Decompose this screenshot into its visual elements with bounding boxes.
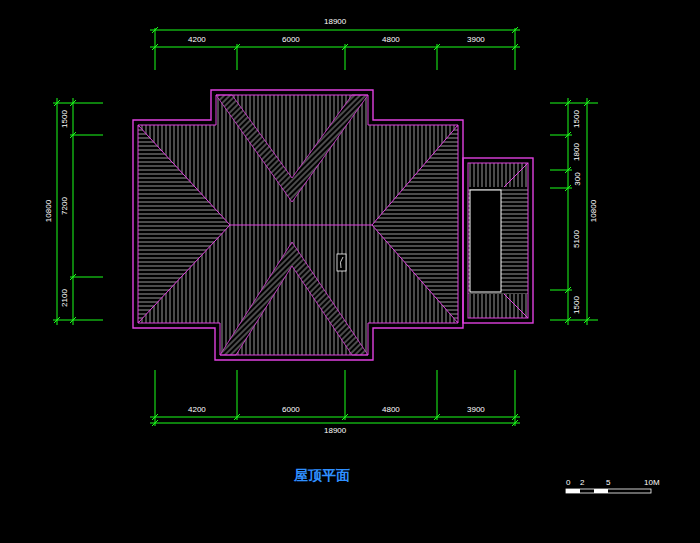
roof-outline [133,90,463,360]
drawing-title: 屋顶平面 [294,467,350,484]
dimension-text: 1500 [61,110,69,128]
dimension-lines [53,27,598,426]
dimension-text: 3900 [467,36,485,44]
scale-bar [566,489,651,493]
overall-dimension: 18900 [324,427,346,435]
dimension-text: 3900 [467,406,485,414]
roof-mark [337,254,346,271]
dimension-text: 5100 [573,230,581,248]
dimension-text: 4200 [188,406,206,414]
scale-text: 2 [580,479,584,487]
annex-roof [463,158,533,323]
dimension-text: 4200 [188,36,206,44]
dimension-text: 7200 [61,197,69,215]
scale-text: 10M [644,479,660,487]
dimension-text: 300 [573,172,581,185]
hip-ridge-lines [138,125,458,323]
dimension-text: 6000 [282,36,300,44]
scale-text: 0 [566,479,570,487]
overall-dimension: 10800 [45,200,53,222]
overall-dimension: 18900 [324,18,346,26]
dimension-text: 6000 [282,406,300,414]
dimension-text: 4800 [382,36,400,44]
roof-hatching [138,95,458,355]
scale-text: 5 [606,479,610,487]
dimension-text: 1500 [573,110,581,128]
dimension-text: 1500 [573,296,581,314]
dimension-text: 1800 [573,143,581,161]
dimension-text: 2100 [61,289,69,307]
dimension-text: 4800 [382,406,400,414]
overall-dimension: 10800 [590,200,598,222]
